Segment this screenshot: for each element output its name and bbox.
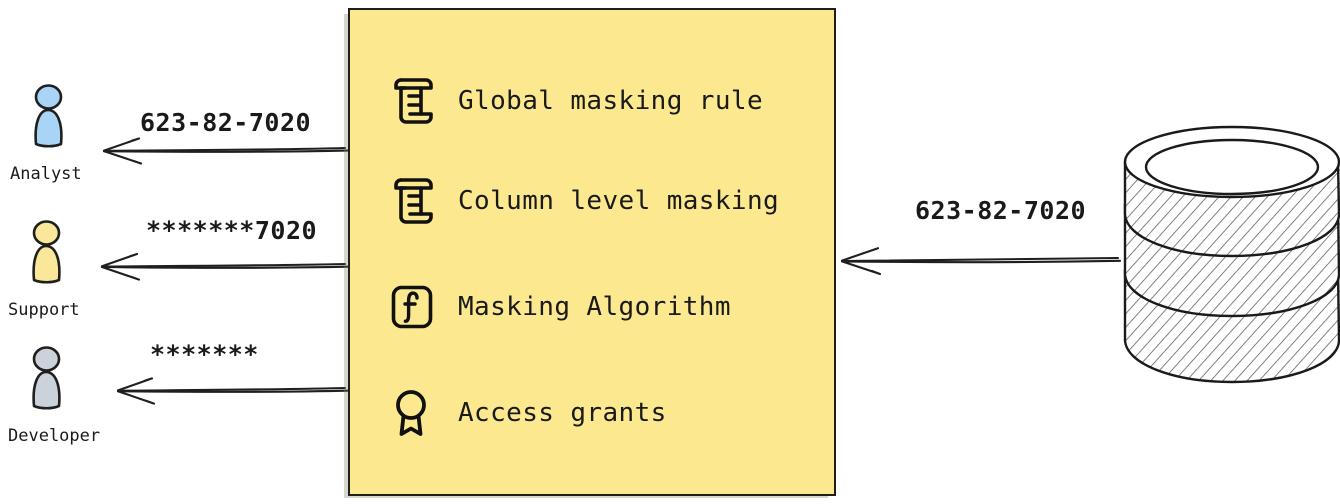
policy-item-masking-algorithm[interactable]: Masking Algorithm: [388, 278, 731, 336]
user-person-icon: [32, 346, 61, 410]
arrow-db-to-panel: [840, 247, 1122, 276]
policy-item-label: Column level masking: [458, 186, 780, 216]
consumer-support[interactable]: Support: [2, 218, 122, 320]
policy-item-label: Masking Algorithm: [458, 292, 731, 322]
database-node[interactable]: [1118, 120, 1340, 400]
db-disc-top: [1123, 125, 1340, 258]
database-cylinder-icon: [1123, 125, 1340, 384]
policy-item-global-masking-rule[interactable]: Global masking rule: [388, 72, 763, 130]
policy-item-label: Access grants: [458, 398, 667, 428]
user-person-icon: [32, 220, 61, 284]
arrow-to-support: [100, 252, 354, 281]
arrow-to-analyst: [102, 137, 354, 165]
consumer-analyst[interactable]: Analyst: [4, 82, 124, 184]
user-person-icon: [34, 84, 63, 148]
policy-item-label: Global masking rule: [458, 86, 764, 116]
scroll-document-icon: [394, 178, 433, 224]
consumer-developer[interactable]: Developer: [2, 344, 122, 446]
flow-value-analyst: 623-82-7020: [140, 108, 312, 137]
award-medal-icon: [396, 390, 426, 436]
consumer-label-analyst: Analyst: [10, 164, 82, 184]
flow-value-support: *******7020: [146, 216, 318, 245]
consumer-label-support: Support: [8, 300, 80, 320]
flow-value-source: 623-82-7020: [915, 196, 1087, 225]
flow-value-developer: *******: [150, 340, 259, 369]
function-f-icon: [391, 285, 433, 329]
scroll-document-icon: [394, 78, 433, 124]
policy-item-column-level-masking[interactable]: Column level masking: [388, 172, 779, 230]
policy-list: Global masking rule Column level masking: [350, 10, 834, 494]
policy-panel: Global masking rule Column level masking: [348, 8, 836, 496]
arrow-to-developer: [116, 377, 354, 405]
policy-item-access-grants[interactable]: Access grants: [388, 384, 667, 442]
consumer-label-developer: Developer: [8, 426, 101, 446]
